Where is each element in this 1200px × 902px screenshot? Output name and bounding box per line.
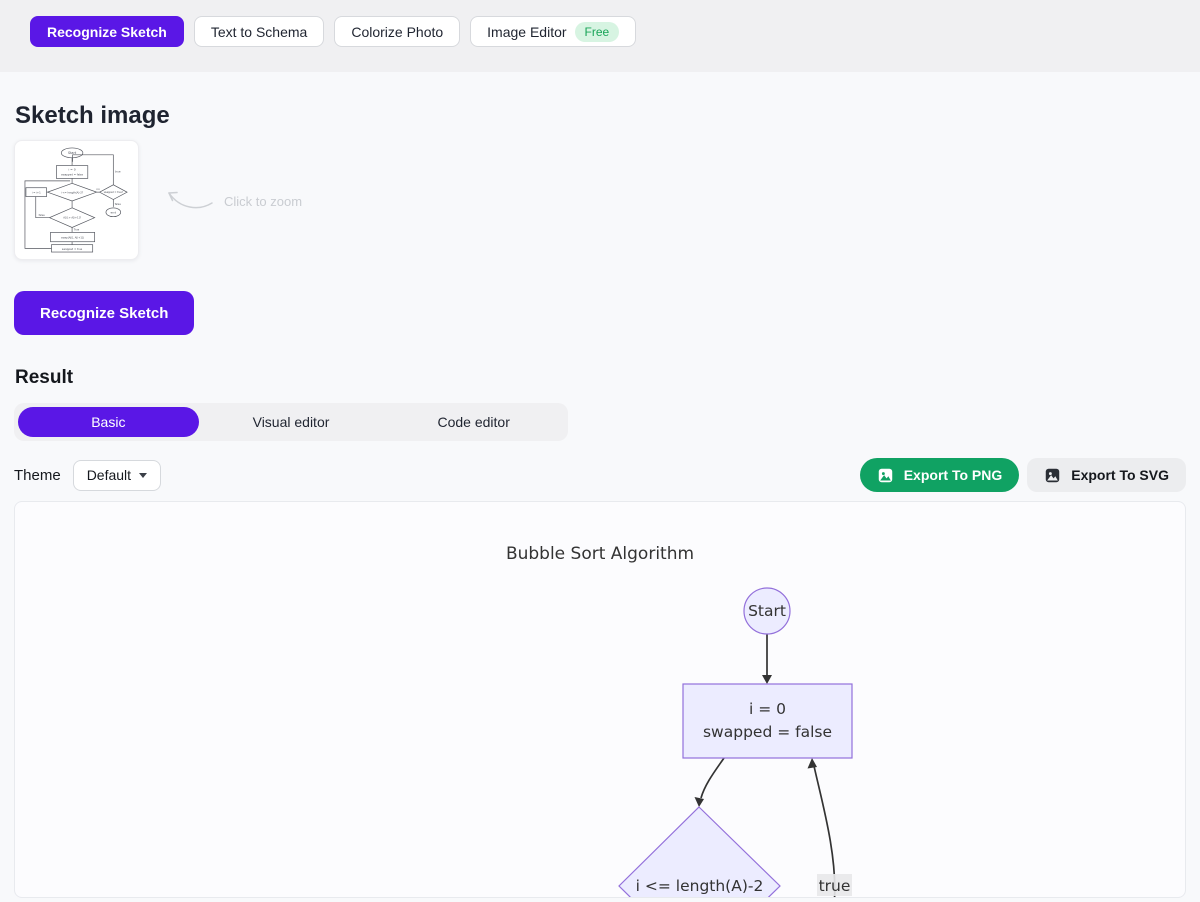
node-init-line1: i = 0 bbox=[749, 700, 786, 718]
sketch-label-start: Start bbox=[68, 151, 77, 155]
node-loop-cond[interactable] bbox=[618, 806, 781, 898]
diagram-title: Bubble Sort Algorithm bbox=[506, 544, 694, 564]
edge-label-true-text: true bbox=[819, 877, 851, 895]
node-start[interactable] bbox=[743, 587, 791, 635]
arrowhead-icon bbox=[762, 675, 772, 684]
node-start-label: Start bbox=[748, 602, 786, 620]
tab-visual-editor[interactable]: Visual editor bbox=[201, 407, 382, 437]
arrowhead-icon bbox=[694, 797, 704, 807]
export-svg-label: Export To SVG bbox=[1071, 467, 1169, 483]
zoom-hint: Click to zoom bbox=[164, 184, 302, 212]
sketch-label-true: true bbox=[115, 170, 121, 174]
main-content: Sketch image bbox=[0, 102, 1200, 898]
nav-image-editor-label: Image Editor bbox=[487, 23, 567, 40]
tab-basic[interactable]: Basic bbox=[18, 407, 199, 437]
nav-image-editor[interactable]: Image Editor Free bbox=[470, 16, 637, 47]
theme-control: Theme Default bbox=[14, 459, 162, 491]
nav-colorize-photo[interactable]: Colorize Photo bbox=[334, 16, 461, 47]
diagram-canvas[interactable]: Bubble Sort Algorithm Start i = 0 swappe… bbox=[14, 501, 1186, 898]
export-png-button[interactable]: Export To PNG bbox=[859, 458, 1020, 492]
sketch-label-init1: i = 0 bbox=[69, 168, 76, 172]
free-badge: Free bbox=[574, 21, 620, 42]
curved-arrow-icon bbox=[168, 191, 213, 209]
edge-label-true: true bbox=[817, 874, 852, 896]
sketch-label-set: swapped = true bbox=[62, 247, 83, 251]
sketch-drawing: Start i = 0 swapped = false i <= length(… bbox=[24, 147, 128, 253]
sketch-label-false2: false bbox=[39, 213, 45, 217]
sketch-label-cmp: A[i] > A[i+1]? bbox=[63, 216, 81, 220]
theme-label: Theme bbox=[14, 466, 61, 484]
nav-recognize-sketch[interactable]: Recognize Sketch bbox=[30, 16, 184, 47]
result-tabbar: Basic Visual editor Code editor bbox=[14, 403, 568, 441]
edge-init-cond bbox=[700, 757, 725, 799]
sketch-label-swap: swap(A[i], A[i+1]) bbox=[61, 235, 84, 239]
sketch-label-no: no bbox=[96, 187, 100, 191]
tab-code-editor[interactable]: Code editor bbox=[383, 407, 564, 437]
export-svg-button[interactable]: Export To SVG bbox=[1027, 458, 1186, 492]
export-controls: Export To PNG Export To SVG bbox=[859, 458, 1186, 492]
flowchart-svg: Bubble Sort Algorithm Start i = 0 swappe… bbox=[506, 544, 853, 898]
result-section-title: Result bbox=[15, 367, 74, 388]
sketch-thumbnail[interactable]: Start i = 0 swapped = false i <= length(… bbox=[14, 140, 139, 260]
sketch-row: Start i = 0 swapped = false i <= length(… bbox=[14, 140, 1186, 260]
theme-select[interactable]: Default bbox=[72, 459, 162, 491]
flow-arrowheads bbox=[694, 675, 817, 807]
node-loop-cond-label: i <= length(A)-2 bbox=[636, 877, 764, 895]
image-icon bbox=[1046, 468, 1060, 482]
sketch-section-title: Sketch image bbox=[15, 102, 170, 129]
sketch-label-inc: i = i+1 bbox=[32, 191, 41, 195]
sketch-label-swapped-check: swapped = true? bbox=[104, 191, 124, 194]
theme-selected-value: Default bbox=[86, 467, 132, 483]
node-init-line2: swapped = false bbox=[703, 723, 832, 741]
node-init[interactable] bbox=[682, 683, 853, 759]
image-icon bbox=[878, 468, 892, 482]
recognize-sketch-button[interactable]: Recognize Sketch bbox=[14, 291, 195, 335]
diagram-toolbar: Theme Default Export To PNG bbox=[14, 458, 1186, 492]
sketch-label-end: end bbox=[111, 210, 117, 214]
chevron-down-icon bbox=[139, 472, 148, 478]
sketch-label-yes: True bbox=[74, 228, 80, 232]
export-png-label: Export To PNG bbox=[903, 467, 1003, 483]
sketch-label-init2: swapped = false bbox=[61, 172, 83, 176]
nav-text-to-schema[interactable]: Text to Schema bbox=[193, 16, 325, 47]
sketch-label-cond: i <= length(A)-2? bbox=[61, 190, 84, 194]
top-nav: Recognize Sketch Text to Schema Colorize… bbox=[0, 0, 1200, 72]
arrowhead-icon bbox=[807, 758, 817, 769]
sketch-label-false: false bbox=[115, 202, 121, 206]
zoom-hint-text: Click to zoom bbox=[224, 194, 303, 209]
